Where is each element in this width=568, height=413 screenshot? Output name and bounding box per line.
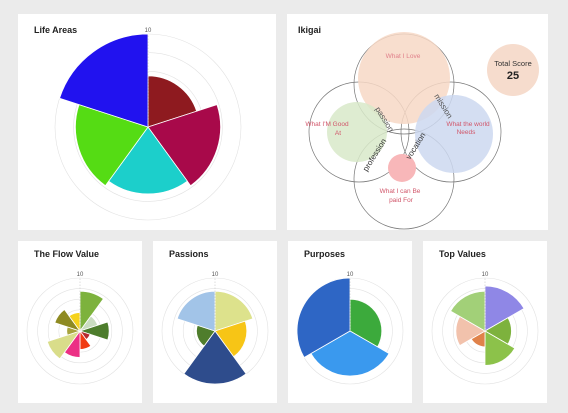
polar-segment [108,126,188,195]
life-areas-card: Life Areas 10 [18,14,276,230]
grid-ring [431,277,539,385]
label-good-2: At [335,130,341,137]
purposes-chart: 10 [296,272,404,385]
fill-good [327,102,387,162]
axis-tick-label: 10 [145,28,152,34]
label-world-2: Needs [457,129,477,136]
polar-segment [78,321,110,341]
polar-segment [310,330,390,377]
ikigai-card: Ikigai What I Love What I'M Good At What… [287,14,548,230]
life-areas-title: Life Areas [34,25,78,35]
total-score-label: Total Score [494,58,532,68]
polar-segment [214,290,254,332]
axis-tick-label: 10 [482,272,489,278]
life-areas-chart: 10 [54,28,242,221]
purposes-title: Purposes [304,249,346,259]
ring-world [400,81,502,183]
total-score-value: 25 [506,69,520,82]
passions-title: Passions [169,249,209,259]
top-values-card: Top Values 10 [423,241,547,403]
fill-love [358,32,450,124]
label-paid-1: What I can Be [380,188,421,195]
axis-tick-label: 10 [77,272,84,278]
label-world-1: What the world [446,121,490,128]
passions-card: Passions 10 [153,241,277,403]
ikigai-title: Ikigai [298,25,322,35]
polar-segment [46,330,82,360]
top-values-chart: 10 [431,272,539,385]
polar-segment [183,330,247,385]
total-score-badge: Total Score 25 [487,44,539,96]
passions-chart: 10 [161,272,269,385]
label-good-1: What I'M Good [305,121,349,128]
polar-segment [147,104,221,187]
flow-value-chart: 10 [26,272,134,385]
top-values-title: Top Values [439,249,486,259]
label-paid-2: paid For [389,197,414,204]
polar-segment [54,309,82,332]
flow-value-title: The Flow Value [34,249,100,259]
polar-segment [59,33,149,128]
polar-segment [484,285,525,332]
polar-segment [296,277,351,359]
polar-segment [349,298,383,348]
polar-segment [484,330,516,366]
purposes-card: Purposes 10 [288,241,412,403]
axis-tick-label: 10 [212,272,219,278]
label-love: What I Love [386,53,421,60]
polar-segment [176,290,216,332]
flow-value-card: The Flow Value 10 [18,241,142,403]
polar-segment [147,75,198,128]
polar-segment [75,104,149,187]
ikigai-diagram: What I Love What I'M Good At What the wo… [305,32,502,230]
fill-world [415,95,493,173]
grid-ring [26,277,134,385]
polar-segment [214,320,248,358]
axis-tick-label: 10 [347,272,354,278]
fill-paid [388,154,416,182]
ring-paid [353,128,455,230]
